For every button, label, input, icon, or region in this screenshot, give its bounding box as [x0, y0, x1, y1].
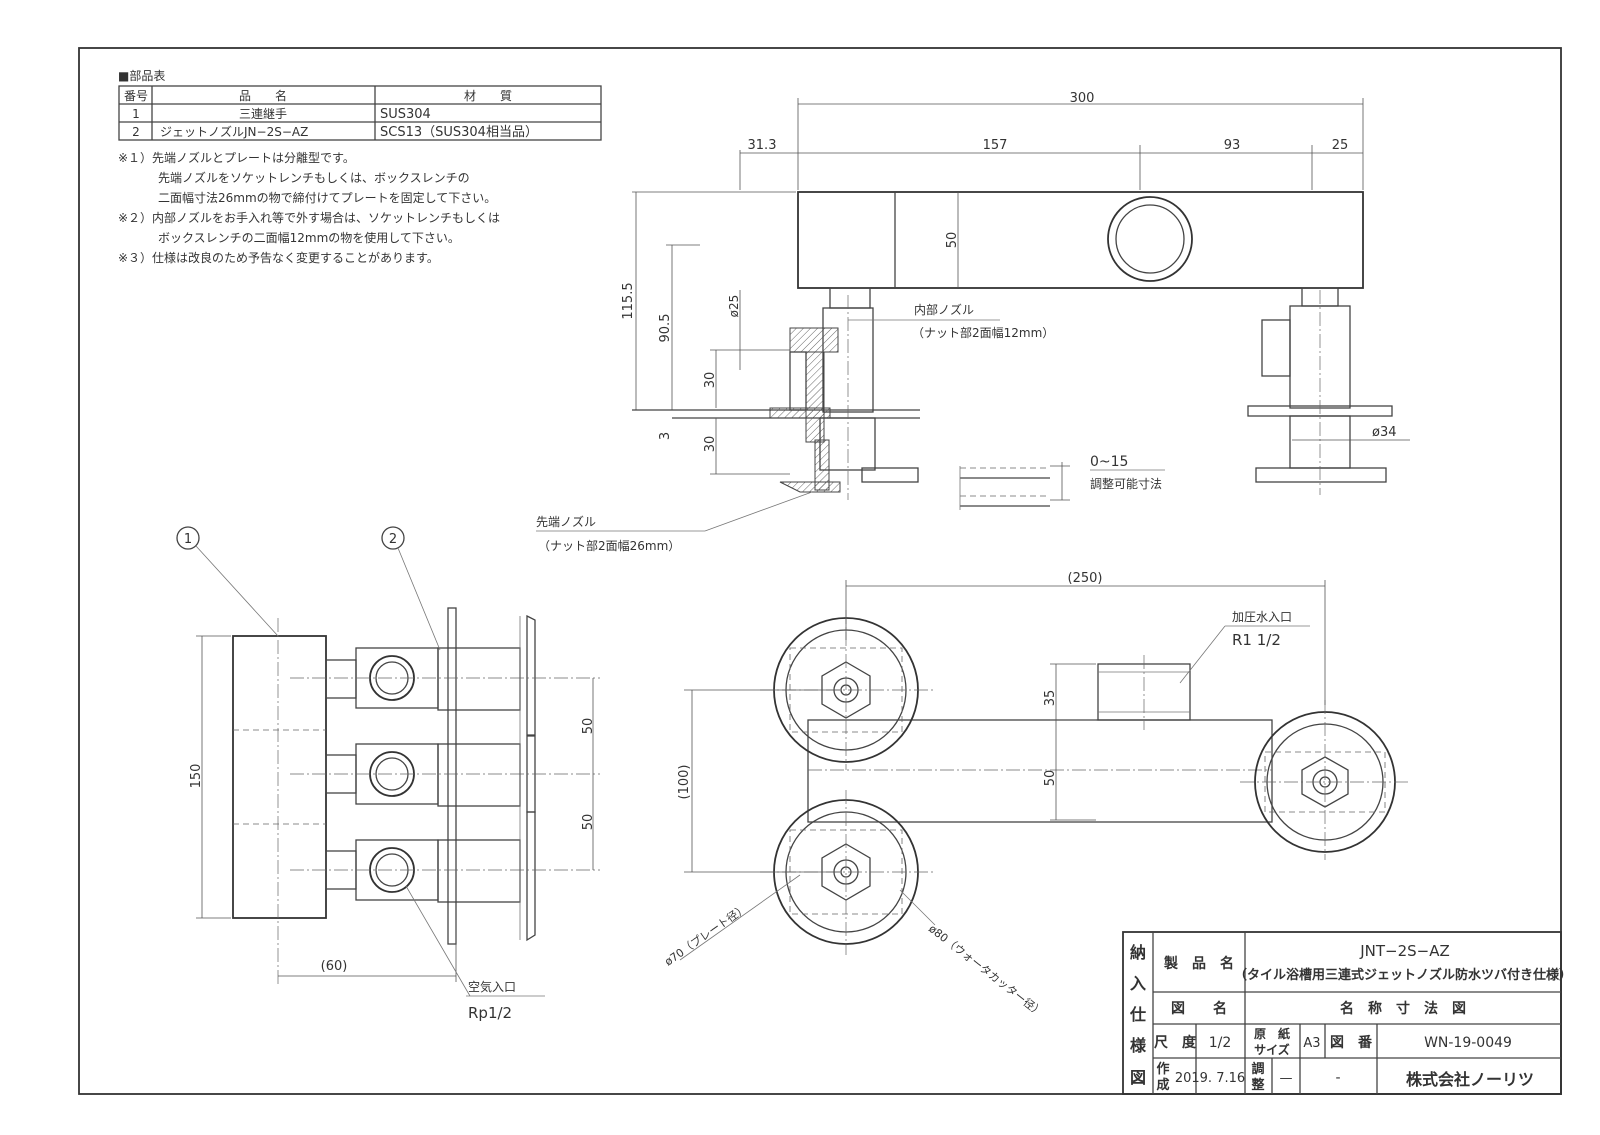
- front-view: 300 31.3 157 93 25 50 115.5 90.5 ø25 30 …: [536, 91, 1410, 553]
- dim-50-plan: 50: [1043, 770, 1058, 787]
- callout-tip-nozzle: 先端ノズル: [536, 514, 596, 529]
- dim-50-top: 50: [945, 232, 960, 249]
- dim-50-left-2: 50: [581, 814, 596, 831]
- sheet-border: [78, 47, 1562, 1095]
- title-dash: -: [1335, 1070, 1340, 1086]
- parts-row-2-material: SCS13（SUS304相当品）: [380, 125, 538, 140]
- balloon-1: [176, 526, 200, 550]
- side-view: 150 50 50 (60) 1 2 空気入口 Rp1/2: [176, 526, 600, 1022]
- dim-115-5: 115.5: [621, 282, 636, 319]
- product-desc: （タイル浴槽用三連式ジェットノズル防水ツバ付き仕様）: [1234, 967, 1572, 983]
- callout-air-inlet: 空気入口: [468, 979, 516, 994]
- note-2-line-2: ボックスレンチの二面幅12mmの物を使用して下さい。: [158, 230, 460, 245]
- parts-row-1-no: 1: [132, 107, 140, 121]
- dim-25: 25: [1332, 138, 1349, 153]
- note-1-line-3: 二面幅寸法26mmの物で締付けてプレートを固定して下さい。: [158, 190, 496, 205]
- dim-150: 150: [189, 764, 204, 789]
- note-2: ※２）内部ノズルをお手入れ等で外す場合は、ソケットレンチもしくは: [118, 210, 500, 225]
- dim-93: 93: [1224, 138, 1241, 153]
- parts-table-title: ■部品表: [118, 68, 165, 83]
- title-vertical-4: 様: [1130, 1036, 1147, 1055]
- title-vertical-2: 入: [1130, 974, 1146, 993]
- scale-value: 1/2: [1209, 1035, 1232, 1051]
- callout-air-inlet-size: Rp1/2: [468, 1004, 512, 1022]
- dim-100: (100): [677, 765, 692, 800]
- callout-adjustable: 調整可能寸法: [1090, 476, 1162, 491]
- company-logo: 株式会社ノーリツ: [1406, 1070, 1534, 1089]
- dim-60: (60): [321, 959, 348, 974]
- parts-header-material: 材 質: [464, 88, 512, 103]
- drawing-name: 名 称 寸 法 図: [1340, 1000, 1466, 1017]
- dim-90-5: 90.5: [658, 314, 673, 343]
- dim-157: 157: [983, 138, 1008, 153]
- side-nozzle-2: [325, 743, 521, 807]
- drawing-no-label: 図 番: [1330, 1034, 1373, 1051]
- adjust-value: —: [1280, 1071, 1293, 1086]
- balloon-2: [381, 526, 405, 550]
- dim-phi25: ø25: [727, 295, 741, 318]
- balloon-2-label: 2: [389, 532, 397, 547]
- callout-pressure-inlet: 加圧水入口: [1232, 610, 1292, 624]
- paper-size: A3: [1303, 1036, 1320, 1051]
- dim-31-3: 31.3: [748, 138, 777, 153]
- paper-label-1: 原 紙: [1254, 1026, 1290, 1041]
- title-vertical-1: 納: [1130, 943, 1146, 962]
- created-label-2: 成: [1156, 1077, 1169, 1093]
- balloon-1-label: 1: [184, 532, 192, 547]
- note-3: ※３）仕様は改良のため予告なく変更することがあります。: [118, 250, 439, 265]
- dim-30b: 30: [703, 436, 718, 453]
- parts-row-1-material: SUS304: [380, 107, 431, 122]
- dim-35: 35: [1043, 690, 1058, 707]
- parts-header-no: 番号: [124, 89, 148, 103]
- inlet-circle-inner: [1115, 204, 1185, 274]
- dim-250: (250): [1068, 571, 1103, 586]
- title-block: 納 入 仕 様 図 製 品 名 JNT−2S−AZ （タイル浴槽用三連式ジェット…: [1122, 931, 1572, 1095]
- adjust-label-1: 調: [1251, 1061, 1264, 1077]
- dim-300: 300: [1070, 91, 1095, 106]
- callout-tip-nozzle-sub: （ナット部2面幅26mm）: [538, 538, 680, 553]
- dim-50-left-1: 50: [581, 718, 596, 735]
- adjust-label-2: 整: [1250, 1077, 1265, 1093]
- dim-phi70: ø70（プレート径）: [662, 902, 750, 969]
- callout-inner-nozzle: 内部ノズル: [914, 302, 974, 317]
- drawing-name-label: 図 名: [1171, 1000, 1227, 1017]
- dim-3: 3: [658, 432, 673, 440]
- parts-row-2-no: 2: [132, 125, 140, 139]
- callout-inner-nozzle-sub: （ナット部2面幅12mm）: [912, 325, 1054, 340]
- title-vertical-3: 仕: [1129, 1005, 1146, 1024]
- created-date: 2019. 7.16: [1175, 1071, 1245, 1086]
- parts-row-1-name: 三連継手: [239, 106, 287, 121]
- notes: ※１）先端ノズルとプレートは分離型です。 先端ノズルをソケットレンチもしくは、ボ…: [118, 150, 500, 265]
- side-nozzle-1: [325, 647, 521, 711]
- dim-30a: 30: [703, 372, 718, 389]
- product-name-label: 製 品 名: [1163, 955, 1234, 972]
- inlet-circle-outer: [1107, 196, 1193, 282]
- callout-pressure-inlet-size: R1 1/2: [1232, 631, 1281, 649]
- note-1-line-2: 先端ノズルをソケットレンチもしくは、ボックスレンチの: [158, 170, 470, 185]
- dim-phi80: ø80（ウォータカッター径）: [926, 922, 1046, 1020]
- plan-view: (250) 35 50 (100) ø70（プレート径） ø80（ウォータカッタ…: [662, 571, 1410, 1020]
- side-nozzle-3: [325, 839, 521, 903]
- parts-table: ■部品表 番号 品 名 材 質 1 三連継手 SUS304 2 ジェットノズルJ…: [118, 68, 602, 141]
- created-label-1: 作: [1156, 1061, 1169, 1077]
- paper-label-2: サイズ: [1254, 1042, 1290, 1057]
- scale-label: 尺 度: [1154, 1034, 1197, 1051]
- note-1: ※１）先端ノズルとプレートは分離型です。: [118, 150, 355, 165]
- parts-row-2-name: ジェットノズルJN−2S−AZ: [160, 124, 308, 139]
- title-vertical-5: 図: [1130, 1068, 1146, 1087]
- dim-0-15: 0~15: [1090, 454, 1128, 470]
- product-code: JNT−2S−AZ: [1359, 942, 1450, 960]
- manifold-body: [797, 191, 1364, 289]
- drawing-no: WN-19-0049: [1424, 1035, 1512, 1051]
- dim-phi34: ø34: [1372, 425, 1397, 440]
- parts-header-name: 品 名: [239, 88, 287, 103]
